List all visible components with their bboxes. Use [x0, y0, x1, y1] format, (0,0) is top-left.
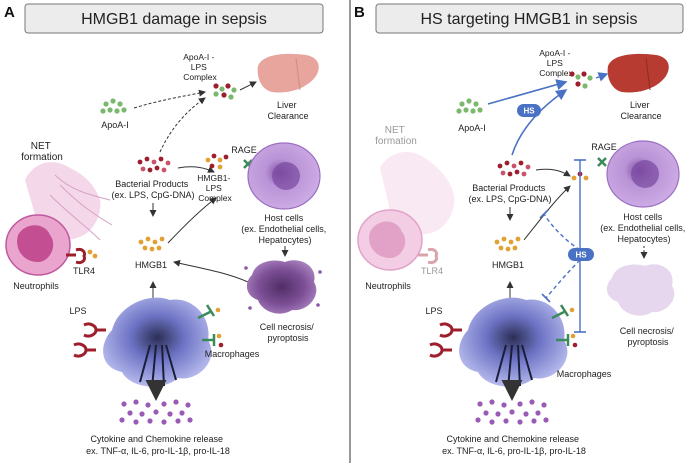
host-cell-nucleus: [272, 162, 300, 190]
arrow-complex-to-liver: [239, 81, 257, 91]
bacterial-products-label: Bacterial Products (ex. LPS, CpG-DNA): [111, 179, 194, 200]
arrow-bacterial-to-hmgb1-lps: [177, 166, 215, 173]
panel-b-title-box: [375, 3, 684, 34]
neutrophil-nucleus: [17, 225, 54, 262]
cytokine-label: Cytokine and Chemokine release ex. TNF-α…: [86, 434, 230, 456]
macrophage-receptors: [429, 304, 578, 358]
neutrophils-label: Neutrophils: [365, 281, 411, 291]
apoa-lps-complex-label: ApoA-I - LPS Complex: [539, 48, 573, 78]
hmgb1-cluster: [494, 236, 521, 252]
arrow-necrosis-to-hmgb1: [173, 259, 249, 283]
net-formation-label: NET formation: [21, 141, 63, 163]
panel-a-title-box: [24, 3, 324, 34]
bacterial-products-cluster: [137, 156, 171, 173]
host-cells-label: Host cells (ex. Endothelial cells, Hepat…: [241, 213, 329, 245]
rage-label: RAGE: [591, 142, 617, 152]
host-cells-label: Host cells (ex. Endothelial cells, Hepat…: [600, 212, 688, 244]
arrow-hmgb1-to-complex: [167, 197, 217, 244]
net-formation-label: NET formation: [375, 125, 417, 147]
liver-lobe-line: [645, 57, 651, 91]
net-fibers: [49, 174, 113, 241]
bacterial-products-label: Bacterial Products (ex. LPS, CpG-DNA): [468, 183, 551, 204]
hs-badge-center-label: HS: [575, 251, 587, 260]
panel-a-title: HMGB1 damage in sepsis: [81, 11, 267, 28]
neutrophils-label: Neutrophils: [13, 281, 59, 291]
liver-lobe-line: [295, 57, 301, 91]
hmgb1-label: HMGB1: [492, 260, 524, 270]
hs-badge-center: [568, 248, 594, 261]
macrophages-label: Macrophages: [205, 349, 260, 359]
arrow-bacterial-to-complex: [159, 97, 206, 153]
hs-badge-top-label: HS: [523, 107, 535, 116]
hmgb1-cluster: [138, 236, 165, 252]
liver-label: Liver Clearance: [267, 100, 308, 121]
hmgb1-lps-complex-label: HMGB1- LPS Complex: [197, 173, 232, 203]
lps-label: LPS: [69, 306, 86, 316]
liver-icon: [257, 53, 319, 93]
cytokine-dots: [119, 399, 193, 425]
apoa-cluster: [456, 98, 483, 114]
tlr4-label: TLR4: [73, 266, 95, 276]
hs-badge-top: [517, 104, 541, 117]
hs-dashed-lower: [545, 259, 581, 299]
liver-icon: [607, 53, 669, 93]
hmgb1-lps-complex-cluster: [205, 153, 229, 170]
neutrophil-nucleus: [369, 221, 406, 258]
arrow-bacterial-to-complex: [511, 89, 568, 156]
cytokine-dots: [475, 399, 549, 425]
necrosis-label: Cell necrosis/ pyroptosis: [620, 326, 677, 347]
panel-a: A HMGB1 damage in sepsis Liver Clearance…: [4, 3, 329, 456]
bacterial-products-cluster: [497, 160, 531, 177]
apoa-label: ApoA-I: [458, 123, 486, 133]
necrotic-debris: [244, 266, 322, 310]
hs-dashed-upper-bar: [539, 209, 549, 219]
apoa-lps-complex-label: ApoA-I - LPS Complex: [183, 52, 217, 82]
liver-label: Liver Clearance: [620, 100, 661, 121]
macrophage-release-lines: [495, 344, 533, 389]
arrow-apoa-to-complex: [487, 79, 568, 105]
macrophage-cell: [103, 297, 212, 387]
apoa-label: ApoA-I: [101, 120, 129, 130]
panel-a-letter: A: [4, 4, 15, 21]
macrophage-cell: [459, 297, 568, 387]
tlr4-receptor: [418, 248, 438, 264]
panel-b-letter: B: [354, 4, 365, 21]
tlr4-receptor: [66, 248, 98, 264]
arrow-apoa-to-complex: [133, 89, 206, 109]
lps-label: LPS: [425, 306, 442, 316]
macrophage-receptors: [73, 304, 224, 358]
macrophages-label: Macrophages: [557, 369, 612, 379]
hs-dashed-lower-bar: [541, 293, 551, 303]
necrosis-label: Cell necrosis/ pyroptosis: [260, 322, 317, 343]
necrotic-cell: [246, 260, 317, 314]
hs-dashed-upper: [543, 213, 581, 251]
apoa-cluster: [100, 98, 127, 114]
rage-receptor: [597, 157, 607, 167]
apoa-lps-complex-cluster: [213, 83, 237, 100]
tlr4-label: TLR4: [421, 266, 443, 276]
cytokine-label: Cytokine and Chemokine release ex. TNF-α…: [442, 434, 586, 456]
panel-b-title: HS targeting HMGB1 in sepsis: [421, 11, 638, 28]
necrotic-cell: [606, 264, 675, 316]
arrow-complex-to-liver: [595, 72, 609, 82]
arrow-bacterial-to-complex-b: [535, 168, 571, 177]
hmgb1-label: HMGB1: [135, 260, 167, 270]
rage-label: RAGE: [231, 145, 257, 155]
macrophage-release-lines: [139, 344, 177, 389]
apoa-lps-complex-cluster: [569, 71, 593, 89]
panel-b: B HS targeting HMGB1 in sepsis Liver Cle…: [354, 3, 688, 456]
host-cell-nucleus: [631, 160, 659, 188]
